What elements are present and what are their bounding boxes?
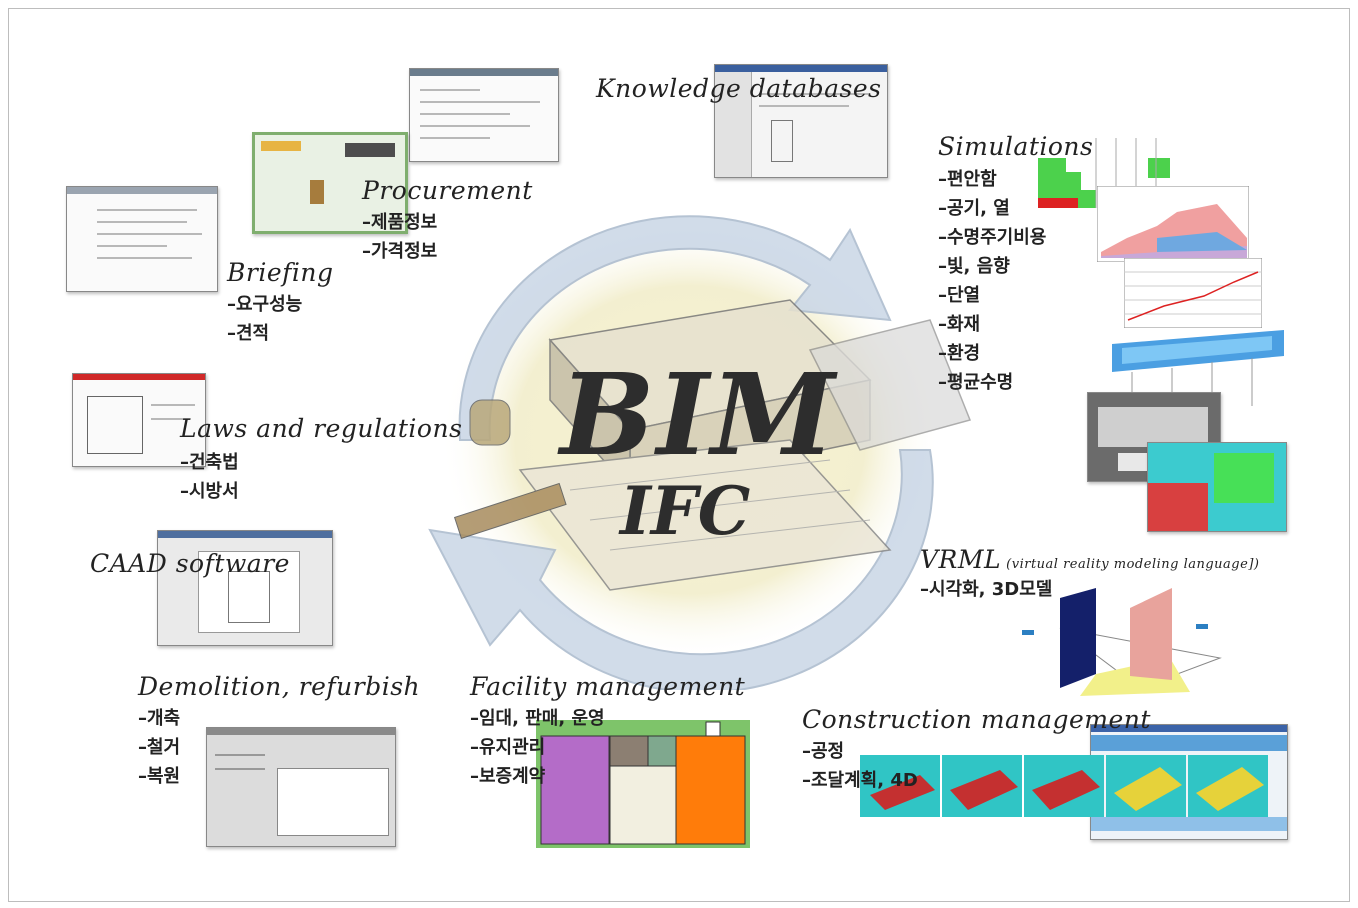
procurement-website-screenshot xyxy=(409,68,559,162)
fire-simulation-screenshot xyxy=(1147,442,1287,532)
laws-item: 건축법 xyxy=(180,448,239,477)
vrml-title: VRML xyxy=(920,545,1002,574)
center-subtitle-ifc: IFC xyxy=(620,472,751,550)
facility-item: 임대, 판매, 운영 xyxy=(470,704,605,733)
procurement-item: 제품정보 xyxy=(362,208,437,237)
simulations-item: 화재 xyxy=(938,310,1046,339)
construction-4d-sequence xyxy=(860,755,1268,817)
regulations-document-screenshot xyxy=(72,373,206,467)
caad-software-title: CAAD software xyxy=(90,549,290,578)
vrml-items: 시각화, 3D모델 xyxy=(920,575,1052,604)
demolition-item: 철거 xyxy=(138,733,180,762)
caad-software-screenshot xyxy=(157,530,333,646)
cycle-arrow-top xyxy=(458,215,892,441)
procurement-item: 가격정보 xyxy=(362,237,437,266)
demolition-items: 개축 철거 복원 xyxy=(138,704,180,791)
simulations-item: 평균수명 xyxy=(938,368,1046,397)
simulations-item: 공기, 열 xyxy=(938,194,1046,223)
bim-cycle-arrows xyxy=(428,215,972,690)
briefing-document-screenshot xyxy=(66,186,218,292)
laws-and-regulations-title: Laws and regulations xyxy=(180,414,463,443)
building-model-illustration xyxy=(453,299,972,591)
demolition-refurbish-title: Demolition, refurbish xyxy=(138,672,421,701)
facility-management-title: Facility management xyxy=(470,672,746,701)
procurement-items: 제품정보 가격정보 xyxy=(362,208,437,266)
construction-item: 공정 xyxy=(802,737,918,766)
simulations-item: 수명주기비용 xyxy=(938,223,1046,252)
briefing-title: Briefing xyxy=(227,258,334,287)
demolition-item: 복원 xyxy=(138,762,180,791)
demolition-software-screenshot xyxy=(206,727,396,847)
facility-items: 임대, 판매, 운영 유지관리 보증계약 xyxy=(470,704,605,791)
demolition-item: 개축 xyxy=(138,704,180,733)
simulations-title: Simulations xyxy=(938,132,1094,161)
simulations-item: 환경 xyxy=(938,339,1046,368)
knowledge-databases-title: Knowledge databases xyxy=(596,74,882,103)
simulations-item: 빛, 음향 xyxy=(938,252,1046,281)
vrml-3d-model-view xyxy=(1022,588,1222,696)
vrml-item: 시각화, 3D모델 xyxy=(920,575,1052,604)
cycle-arrow-bottom xyxy=(428,449,934,690)
center-title-bim: BIM xyxy=(560,350,838,481)
laws-items: 건축법 시방서 xyxy=(180,448,239,506)
vrml-subtitle: (virtual reality modeling language]) xyxy=(1006,557,1260,572)
construction-items: 공정 조달계획, 4D xyxy=(802,737,918,795)
procurement-title: Procurement xyxy=(362,176,533,205)
briefing-items: 요구성능 견적 xyxy=(227,290,302,348)
briefing-item: 견적 xyxy=(227,319,302,348)
construction-item: 조달계획, 4D xyxy=(802,766,918,795)
simulations-item: 단열 xyxy=(938,281,1046,310)
product-catalog-screenshot xyxy=(252,132,408,234)
facility-item: 보증계약 xyxy=(470,762,605,791)
lifecycle-cost-chart xyxy=(1124,258,1262,328)
simulations-item: 편안함 xyxy=(938,165,1046,194)
simulations-items: 편안함 공기, 열 수명주기비용 빛, 음향 단열 화재 환경 평균수명 xyxy=(938,165,1046,397)
construction-management-title: Construction management xyxy=(802,705,1151,734)
knowledge-database-screenshot xyxy=(714,64,888,178)
laws-item: 시방서 xyxy=(180,477,239,506)
energy-simulation-chart xyxy=(1097,186,1249,262)
vrml-heading: VRML (virtual reality modeling language]… xyxy=(920,545,1259,574)
facility-item: 유지관리 xyxy=(470,733,605,762)
briefing-item: 요구성능 xyxy=(227,290,302,319)
